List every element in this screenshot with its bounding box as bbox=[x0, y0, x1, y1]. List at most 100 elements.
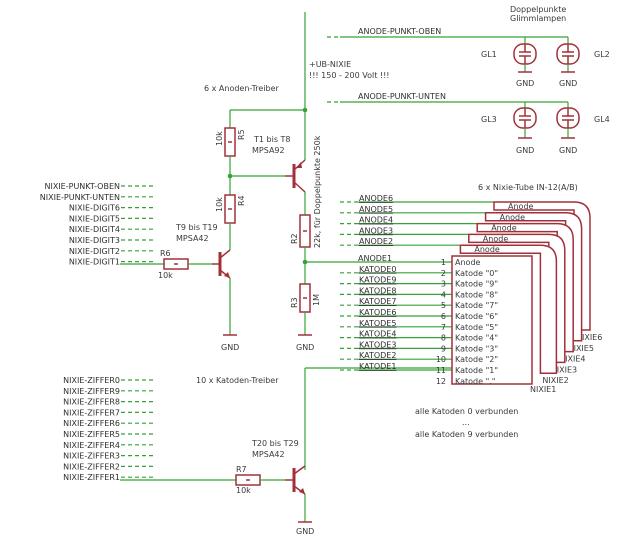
katode-net-label: KATODE0 bbox=[359, 265, 396, 274]
gnd-label-gl1: GND bbox=[516, 79, 534, 88]
tube-pin-number: 6 bbox=[441, 312, 446, 321]
katode-net-label: KATODE9 bbox=[359, 276, 396, 285]
gnd-label-r3: GND bbox=[296, 343, 314, 352]
tube-pin-name: Anode bbox=[455, 258, 481, 267]
glimmlampen-label: Glimmlampen bbox=[510, 14, 566, 23]
net-label-left-bottom: NIXIE-ZIFFER4 bbox=[63, 441, 120, 450]
nixie-tube-outline bbox=[459, 244, 558, 374]
net-label-left-bottom: NIXIE-ZIFFER3 bbox=[63, 452, 120, 461]
r7-label: R7 bbox=[236, 465, 247, 474]
katode-net-wires: KATODE0KATODE9KATODE8KATODE7KATODE6KATOD… bbox=[340, 265, 452, 371]
note-katoden-9: alle Katoden 9 verbunden bbox=[415, 430, 518, 439]
t-npn2-type: MPSA42 bbox=[252, 450, 285, 459]
r6-value: 10k bbox=[158, 271, 173, 280]
anode-net-label: ANODE5 bbox=[359, 205, 393, 214]
katoden-treiber-label: 10 x Katoden-Treiber bbox=[196, 376, 279, 385]
tube-pin-number: 12 bbox=[436, 377, 446, 386]
tube-title: 6 x Nixie-Tube IN-12(A/B) bbox=[478, 183, 578, 192]
transistor-npn-t9-t19 bbox=[212, 249, 231, 279]
katode-net-label: KATODE8 bbox=[359, 286, 396, 295]
t-npn1-label: T9 bis T19 bbox=[175, 223, 218, 232]
tube-pin-number: 1 bbox=[441, 258, 446, 267]
net-label-left-top: NIXIE-DIGIT1 bbox=[69, 258, 120, 267]
katode-net-label: KATODE3 bbox=[359, 340, 396, 349]
net-label-left-top: NIXIE-DIGIT5 bbox=[69, 214, 120, 223]
net-label-left-top: NIXIE-PUNKT-UNTEN bbox=[40, 193, 120, 202]
net-label-left-bottom: NIXIE-ZIFFER7 bbox=[63, 408, 120, 417]
katode-net-label: KATODE7 bbox=[359, 297, 396, 306]
anode-punkt-unten-label: ANODE-PUNKT-UNTEN bbox=[358, 92, 446, 101]
left-top-net-stubs: NIXIE-PUNKT-OBENNIXIE-PUNKT-UNTENNIXIE-D… bbox=[40, 182, 156, 267]
katode-net-label: KATODE1 bbox=[359, 362, 396, 371]
glimmlampe-gl1 bbox=[513, 37, 537, 73]
tube-pin-name: Katode "7" bbox=[455, 301, 498, 310]
net-label-left-top: NIXIE-DIGIT4 bbox=[69, 225, 120, 234]
tube-name: NIXIE5 bbox=[568, 344, 594, 353]
gnd-label-gl3: GND bbox=[516, 146, 534, 155]
gnd-label-gl2: GND bbox=[559, 79, 577, 88]
tube-anode-label: Anode bbox=[508, 202, 534, 211]
r3-label: R3 bbox=[290, 297, 299, 308]
anode-net-label: ANODE6 bbox=[359, 194, 393, 203]
anode-net-label: ANODE1 bbox=[358, 254, 392, 263]
net-label-left-bottom: NIXIE-ZIFFER2 bbox=[63, 462, 120, 471]
glimmlampe-gl2 bbox=[556, 37, 580, 73]
tube-pin-number: 3 bbox=[441, 280, 446, 289]
gl4-label: GL4 bbox=[594, 115, 610, 124]
tube-anode-label: Anode bbox=[500, 213, 526, 222]
net-label-left-bottom: NIXIE-ZIFFER6 bbox=[63, 419, 120, 428]
gnd-label-gl4: GND bbox=[559, 146, 577, 155]
net-label-left-top: NIXIE-DIGIT3 bbox=[69, 236, 120, 245]
r2-value: 22k, für Doppelpunkte 250k bbox=[313, 135, 322, 248]
tube-pin-name: Katode "9" bbox=[455, 280, 498, 289]
tube-pin-number: 4 bbox=[441, 290, 446, 299]
net-label-left-bottom: NIXIE-ZIFFER8 bbox=[63, 398, 120, 407]
gl1-label: GL1 bbox=[481, 50, 497, 59]
r4-label: R4 bbox=[237, 195, 246, 206]
anoden-treiber-label: 6 x Anoden-Treiber bbox=[204, 84, 280, 93]
r2-label: R2 bbox=[290, 233, 299, 244]
net-label-left-top: NIXIE-DIGIT2 bbox=[69, 247, 120, 256]
tube-pin-name: Katode "6" bbox=[455, 312, 498, 321]
tube-name: NIXIE2 bbox=[542, 376, 568, 385]
tube-pin-name: Katode "0" bbox=[455, 269, 498, 278]
tube-name: NIXIE4 bbox=[559, 355, 585, 364]
tube-name: NIXIE6 bbox=[576, 333, 602, 342]
ub-nixie-label: +UB-NIXIE bbox=[309, 60, 351, 69]
tube-anode-label: Anode bbox=[483, 234, 509, 243]
anode-net-label: ANODE4 bbox=[359, 216, 393, 225]
tube-pin-name: Katode "5" bbox=[455, 323, 498, 332]
anode-net-label: ANODE3 bbox=[359, 226, 393, 235]
tube-pin-number: 10 bbox=[436, 355, 446, 364]
tube-pin-number: 5 bbox=[441, 301, 446, 310]
nixie-tube-nixie1 bbox=[451, 255, 533, 385]
t-pnp-type: MPSA92 bbox=[252, 146, 285, 155]
t-pnp-label: T1 bis T8 bbox=[253, 135, 291, 144]
tube-name: NIXIE1 bbox=[530, 385, 556, 394]
anode-net-label: ANODE2 bbox=[359, 237, 393, 246]
r6-label: R6 bbox=[160, 249, 171, 258]
tube-pin-name: Katode "1" bbox=[455, 366, 498, 375]
tube-pin-number: 7 bbox=[441, 323, 446, 332]
net-label-left-bottom: NIXIE-ZIFFER9 bbox=[63, 387, 120, 396]
t-npn2-label: T20 bis T29 bbox=[251, 439, 299, 448]
net-label-left-bottom: NIXIE-ZIFFER5 bbox=[63, 430, 120, 439]
tube-pin-number: 8 bbox=[441, 334, 446, 343]
t-npn1-type: MPSA42 bbox=[176, 234, 209, 243]
note-katoden-0: alle Katoden 0 verbunden bbox=[415, 407, 518, 416]
glimmlampe-gl4 bbox=[556, 102, 580, 139]
katode-net-label: KATODE2 bbox=[359, 351, 396, 360]
gnd-label-npn1: GND bbox=[221, 343, 239, 352]
left-bottom-net-stubs: NIXIE-ZIFFER0NIXIE-ZIFFER9NIXIE-ZIFFER8N… bbox=[63, 376, 156, 482]
volt-warning: !!! 150 - 200 Volt !!! bbox=[309, 71, 390, 80]
tube-name: NIXIE3 bbox=[551, 365, 577, 374]
katode-net-label: KATODE6 bbox=[359, 308, 396, 317]
gl3-label: GL3 bbox=[481, 115, 497, 124]
tube-pin-number: 9 bbox=[441, 344, 446, 353]
tube-anode-label: Anode bbox=[491, 224, 517, 233]
net-label-left-bottom: NIXIE-ZIFFER1 bbox=[63, 473, 120, 482]
r5-label: R5 bbox=[237, 129, 246, 140]
